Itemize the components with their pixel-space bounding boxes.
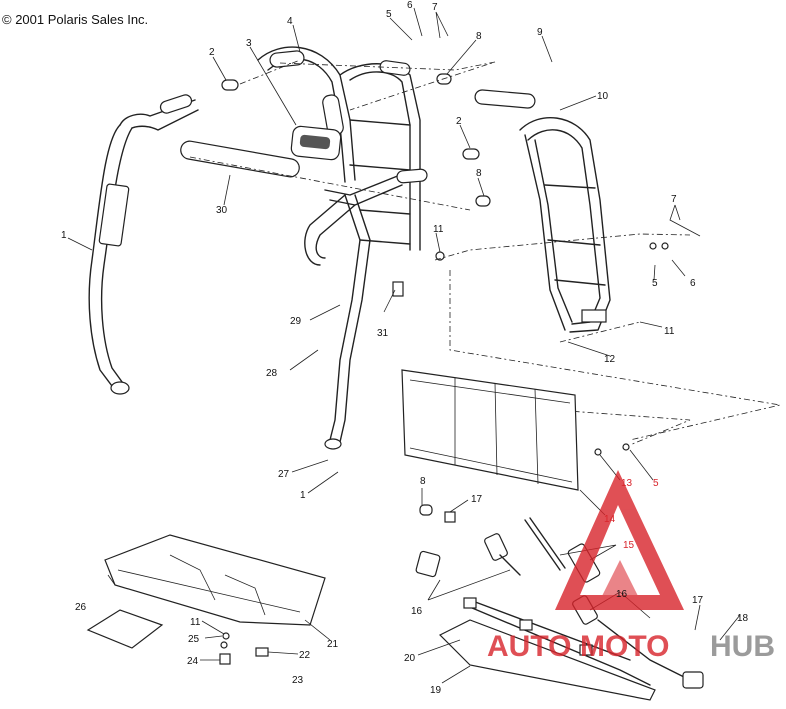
callout-label: 20	[404, 653, 416, 664]
callout-label: 11	[190, 617, 201, 628]
callout-label: 9	[537, 27, 543, 38]
right-hoop-inner-leg	[524, 134, 573, 331]
seat-back	[401, 369, 579, 491]
callout-label: 24	[187, 656, 199, 667]
nut-part-17	[444, 511, 456, 523]
plate-part-22	[255, 647, 269, 657]
watermark-text-hub: HUB	[710, 630, 775, 663]
padding-sleeve-center	[396, 168, 428, 184]
label-sheet-part-26	[86, 609, 164, 649]
callout-label: 2	[209, 47, 215, 58]
callout-label: 27	[278, 469, 290, 480]
upper-left-crossbar	[119, 99, 199, 131]
roll-cage	[88, 46, 611, 450]
callout-label: 11	[433, 224, 444, 235]
padding-sleeve-left	[159, 94, 193, 114]
callout-label: 16	[616, 589, 628, 600]
callout-label: 16	[411, 606, 423, 617]
callout-label: 6	[690, 278, 696, 289]
washer-part-6	[661, 242, 669, 250]
callout-label: 8	[476, 31, 482, 42]
callout-label: 29	[290, 316, 302, 327]
callout-label: 1	[61, 230, 67, 241]
right-side-hoop-tube	[519, 116, 611, 333]
washer-part-11	[222, 632, 230, 640]
padding-sleeve-right	[474, 89, 536, 109]
callout-label: 12	[604, 354, 616, 365]
callout-label: 6	[407, 0, 413, 11]
clamp-part-8-low	[419, 504, 433, 516]
callout-label: 17	[471, 494, 483, 505]
callout-label: 30	[216, 205, 228, 216]
callout-label: 19	[430, 685, 442, 696]
seat-frame	[438, 597, 656, 701]
right-hoop-plate	[581, 309, 607, 323]
sleeve-part-2-right	[462, 148, 480, 160]
padding-long-tube	[180, 140, 300, 178]
washer-part-5	[649, 242, 657, 250]
padding-sleeve-top	[269, 50, 305, 68]
watermark-logo	[555, 470, 684, 610]
callout-label: 5	[652, 278, 658, 289]
callout-label: 15	[623, 540, 635, 551]
callout-label: 17	[692, 595, 704, 606]
center-pillar-yoke	[304, 174, 403, 266]
callout-label: 28	[266, 368, 278, 379]
callout-label: 21	[327, 639, 339, 650]
center-pillar-tube	[329, 194, 371, 443]
callout-label: 31	[377, 328, 389, 339]
callout-label: 11	[664, 326, 675, 337]
rear-right-hoop-tube	[339, 63, 421, 251]
leader-lines	[67, 7, 741, 684]
front-left-leg-tube	[88, 124, 133, 391]
callout-label: 22	[299, 650, 311, 661]
right-hoop-braces	[544, 184, 606, 286]
washer-part-25	[220, 641, 228, 649]
assembly-lines	[189, 59, 781, 446]
callout-label: 5	[653, 478, 659, 489]
sleeve-part-2-left	[221, 79, 239, 91]
clamp-part-8-mid	[475, 195, 491, 207]
callout-label: 23	[292, 675, 304, 686]
leg-reinforcement-plate	[98, 183, 130, 247]
center-pillar-foot	[324, 438, 342, 450]
callout-label: 7	[671, 194, 677, 205]
callout-label: 26	[75, 602, 87, 613]
hoop-badge-inset	[299, 134, 331, 150]
copyright-text: © 2001 Polaris Sales Inc.	[2, 12, 148, 27]
bolt-part-24	[219, 653, 231, 665]
callout-label: 25	[188, 634, 200, 645]
callout-label: 10	[597, 91, 609, 102]
hardware	[219, 73, 669, 665]
callout-labels: 1 2 2 3 4 5 5 5 6 6 7 7 8 8 8 9 10 11 11…	[61, 0, 749, 696]
rear-cross-brace	[349, 119, 411, 245]
watermark-text-moto: MOTO	[580, 630, 669, 663]
seat-bottom	[104, 534, 326, 626]
leg-foot-mount	[110, 381, 130, 395]
callout-label: 8	[420, 476, 426, 487]
callout-label: 18	[737, 613, 749, 624]
callout-label: 7	[432, 2, 438, 13]
callout-label: 2	[456, 116, 462, 127]
washer-part-13	[594, 448, 602, 456]
callout-label: 8	[476, 168, 482, 179]
callout-label: 14	[604, 514, 616, 525]
watermark-text-auto: AUTO	[487, 630, 571, 663]
callout-label: 3	[246, 38, 252, 49]
bolt-part-31	[392, 281, 404, 297]
callout-label: 1	[300, 490, 306, 501]
callout-label: 5	[386, 9, 392, 20]
callout-label: 4	[287, 16, 293, 27]
washer-part-5b	[622, 443, 630, 451]
callout-label: 13	[621, 478, 633, 489]
